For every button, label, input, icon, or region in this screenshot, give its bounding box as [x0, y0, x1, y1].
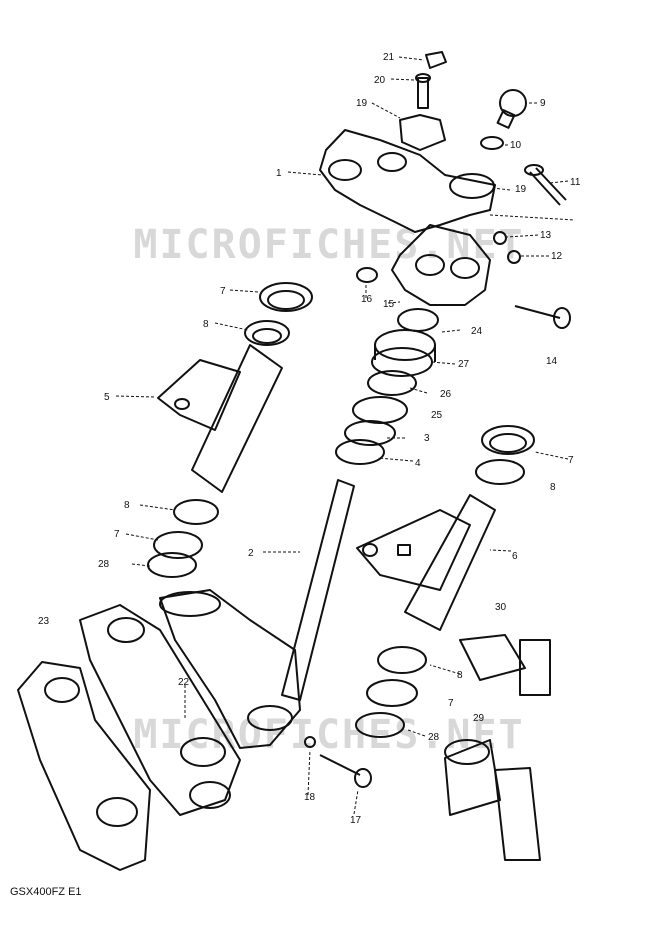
- label-13: 13: [540, 230, 552, 241]
- label-1: 1: [276, 168, 282, 179]
- label-15: 15: [383, 299, 395, 310]
- label-7-upper-right: 7: [568, 455, 574, 466]
- label-5: 5: [104, 392, 110, 403]
- steering-stem: [159, 479, 355, 749]
- part-labels: 1 2 3 4 5 6 7 7 7 7 8 8 8 8 9 10 11 12 1…: [38, 52, 581, 826]
- label-12: 12: [551, 251, 563, 262]
- washer-10: [480, 136, 504, 150]
- label-25: 25: [431, 410, 443, 421]
- seal-28-right: [355, 712, 405, 738]
- label-24: 24: [471, 326, 483, 337]
- bearing-7-upper-right: [481, 425, 535, 455]
- label-7-lower-left: 7: [114, 529, 120, 540]
- label-21: 21: [383, 52, 395, 63]
- label-8-upper-left: 8: [203, 319, 209, 330]
- label-3: 3: [424, 433, 430, 444]
- label-28-right: 28: [428, 732, 440, 743]
- label-22: 22: [178, 677, 190, 688]
- bolt-cap-upper: [399, 114, 446, 151]
- label-17: 17: [350, 815, 362, 826]
- label-28-left: 28: [98, 559, 110, 570]
- under-cover-23: [17, 661, 151, 871]
- under-bracket-22: [79, 604, 241, 816]
- bolt-14: [514, 305, 571, 329]
- lock-30: [459, 634, 551, 696]
- left-fork-cover: [157, 344, 283, 493]
- label-7-lower-right: 7: [448, 698, 454, 709]
- bearing-7-lower-right: [366, 679, 418, 707]
- bolt-17: [319, 754, 372, 788]
- label-20: 20: [374, 75, 386, 86]
- label-11: 11: [570, 177, 581, 188]
- knob-9: [496, 89, 527, 129]
- label-30: 30: [495, 602, 507, 613]
- bolt-20: [415, 73, 431, 109]
- washer-16: [356, 267, 378, 283]
- lock-cylinder-29: [444, 739, 541, 861]
- label-29: 29: [473, 713, 485, 724]
- cap-21: [425, 51, 447, 69]
- bolt-11: [524, 164, 567, 206]
- label-26: 26: [440, 389, 452, 400]
- leader-lines: [115, 56, 576, 815]
- bearing-8-upper-right: [475, 459, 525, 485]
- label-10: 10: [510, 140, 522, 151]
- label-23: 23: [38, 616, 50, 627]
- label-16: 16: [361, 294, 373, 305]
- bearing-8-upper-left: [244, 320, 290, 346]
- seal-28-left: [147, 552, 197, 578]
- label-8-lower-left: 8: [124, 500, 130, 511]
- bearing-7-upper-left: [259, 282, 313, 312]
- label-8-lower-right: 8: [457, 670, 463, 681]
- label-4: 4: [415, 458, 421, 469]
- upper-bracket: [319, 129, 496, 233]
- nut-13: [493, 231, 507, 245]
- label-7-upper-left: 7: [220, 286, 226, 297]
- label-19-upper: 19: [356, 98, 368, 109]
- label-6: 6: [512, 551, 518, 562]
- label-27: 27: [458, 359, 470, 370]
- bearing-8-lower-left: [173, 499, 219, 525]
- nut-12: [507, 250, 521, 264]
- label-14: 14: [546, 356, 558, 367]
- diagram-code: GSX400FZ E1: [10, 886, 82, 898]
- lower-holder: [391, 224, 491, 306]
- bearing-7-lower-left: [153, 531, 203, 559]
- label-18: 18: [304, 792, 316, 803]
- nut-18: [304, 736, 316, 748]
- label-2: 2: [248, 548, 254, 559]
- right-fork-cover: [356, 494, 496, 631]
- label-19-lower: 19: [515, 184, 527, 195]
- bearing-8-lower-right: [377, 646, 427, 674]
- stem-nut-stack: [335, 308, 439, 465]
- label-9: 9: [540, 98, 546, 109]
- label-8-upper-right: 8: [550, 482, 556, 493]
